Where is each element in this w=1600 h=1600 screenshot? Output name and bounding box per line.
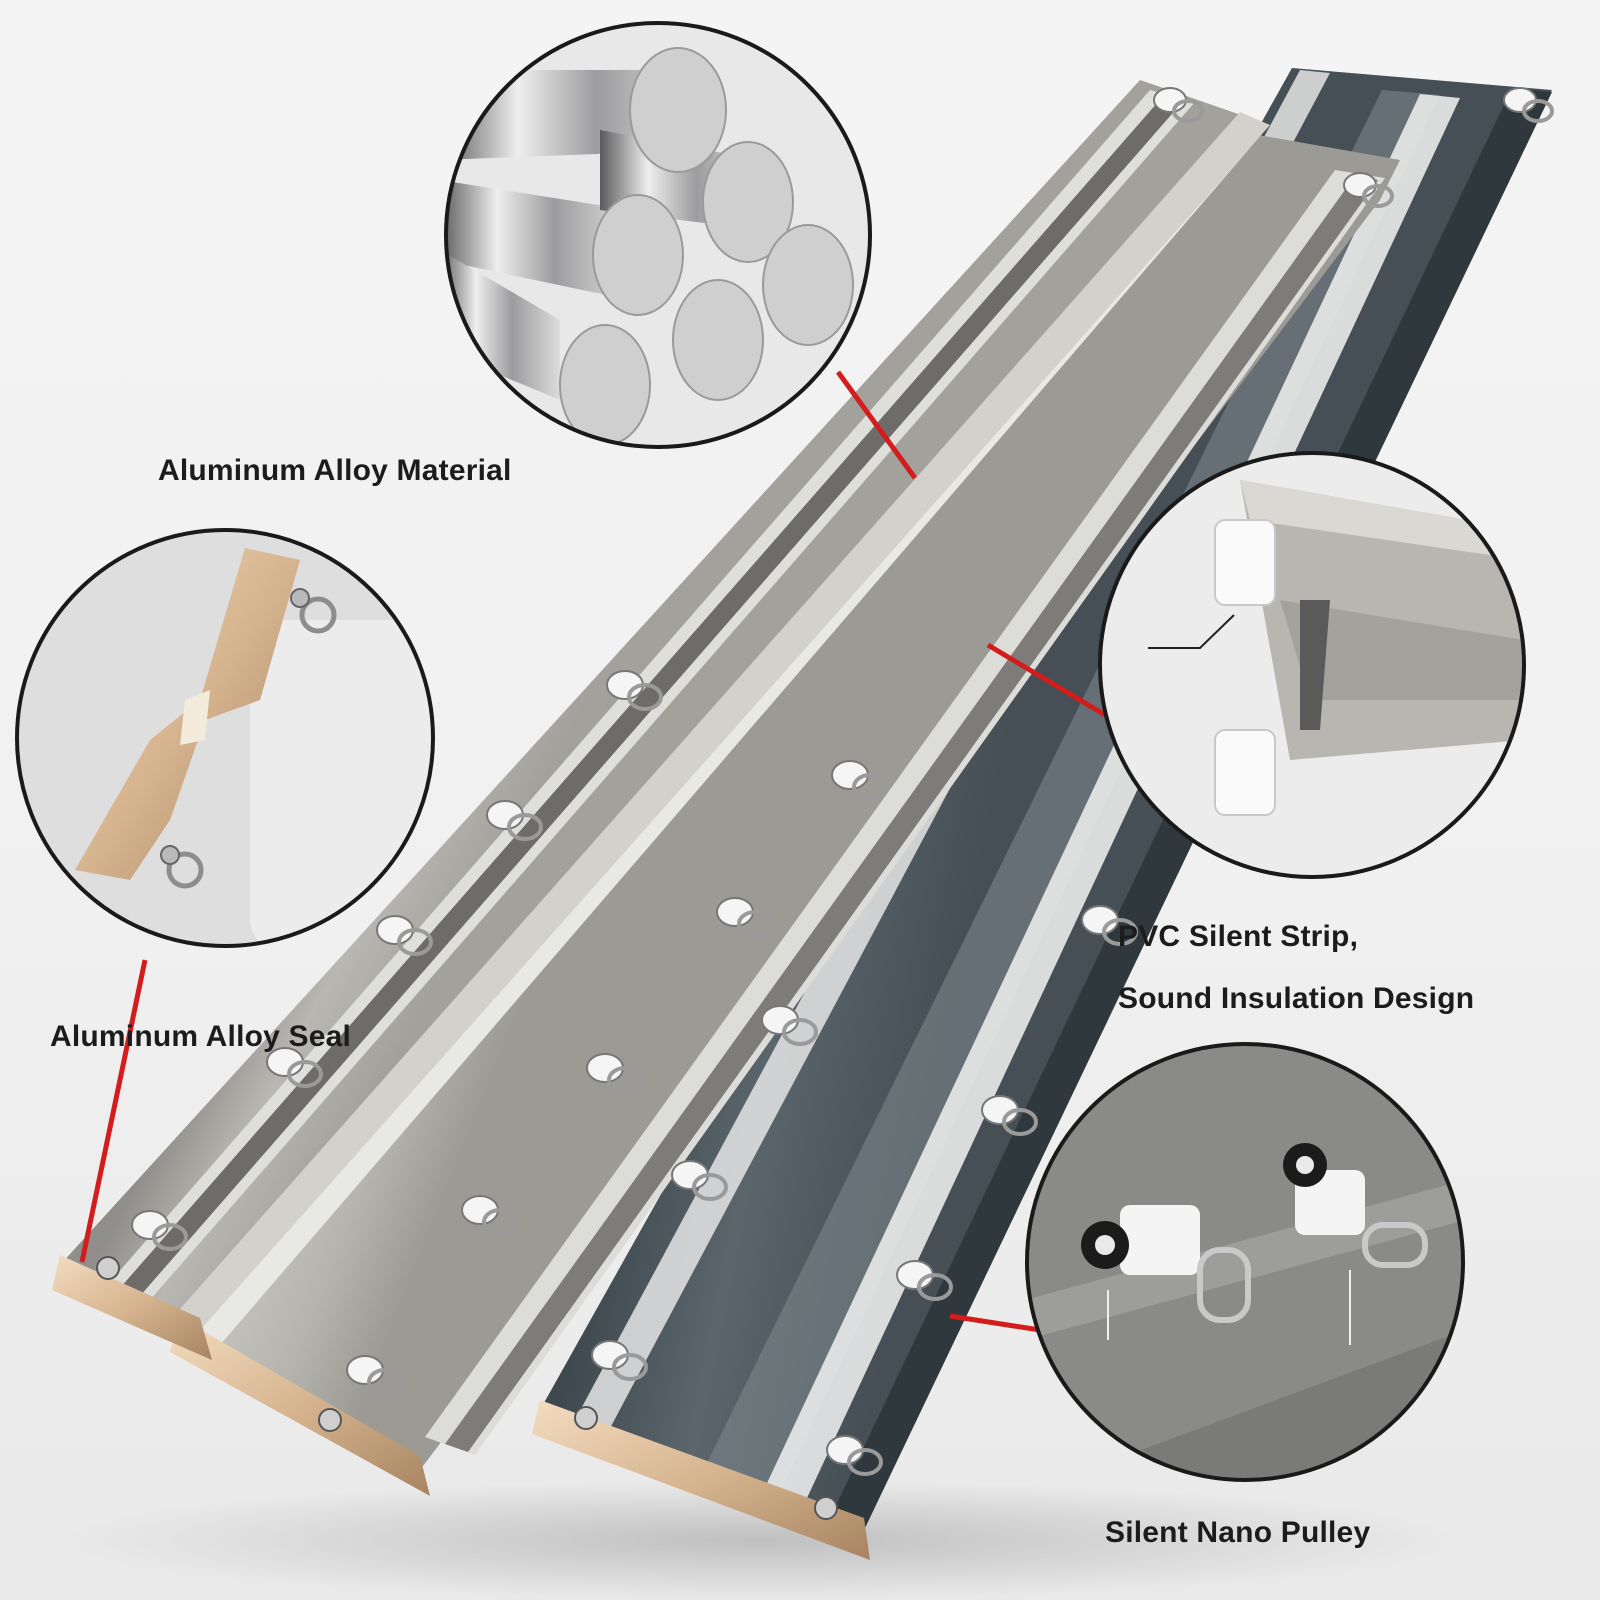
pointer-lines bbox=[79, 370, 1112, 1333]
label-aluminum-seal: Aluminum Alloy Seal bbox=[50, 1020, 352, 1053]
rods-closeup bbox=[444, 21, 872, 449]
label-nano-pulley: Silent Nano Pulley bbox=[1105, 1516, 1371, 1549]
silver-rail-left bbox=[52, 80, 1270, 1360]
label-aluminum-material: Aluminum Alloy Material bbox=[158, 454, 512, 487]
label-sound-insulation: Sound Insulation Design bbox=[1118, 982, 1475, 1015]
label-pvc-strip: PVC Silent Strip, bbox=[1118, 920, 1359, 953]
rail-gliders bbox=[131, 87, 1554, 1476]
seal-closeup bbox=[15, 528, 435, 948]
pvc-strip-closeup bbox=[1098, 451, 1526, 879]
pulley-closeup bbox=[1025, 1042, 1465, 1482]
